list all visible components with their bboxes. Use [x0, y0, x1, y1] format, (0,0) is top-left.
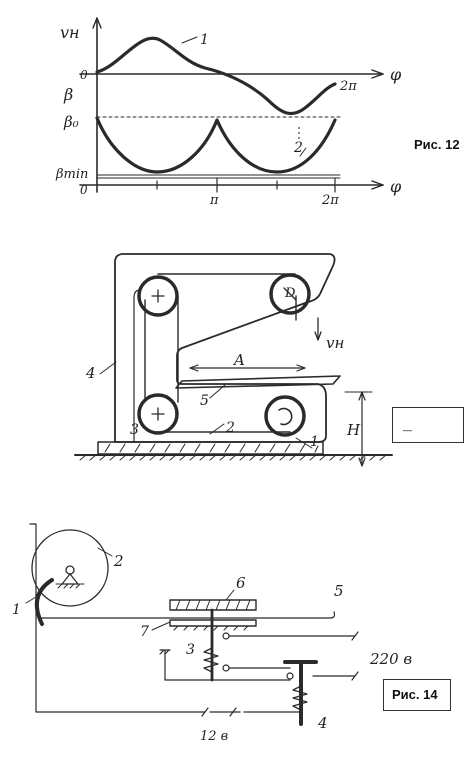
- fig14-wire-tape: [37, 611, 336, 619]
- fig13-pulley-top-right: [269, 273, 311, 315]
- fig13-pulley-cross: [151, 407, 165, 421]
- fig14-terminal: [351, 631, 359, 681]
- fig14-roll-axis: [65, 565, 75, 575]
- fig14-relay-4-spring: [292, 685, 308, 711]
- fig13-dim-A-arrows: [189, 364, 306, 372]
- fig12-label-beta0: β₀: [63, 113, 79, 131]
- fig12-dot: [298, 132, 300, 134]
- fig13-label-box: _: [392, 407, 464, 443]
- fig12-label-2pi-bottom: 2π: [321, 193, 339, 208]
- fig13-leader-5: [209, 383, 227, 399]
- fig12-leader-2: [299, 147, 307, 157]
- fig12-label-2pi-top: 2π: [339, 79, 357, 94]
- fig14-leader-6: [225, 589, 235, 601]
- fig12-curve-1: [95, 36, 337, 116]
- fig12-x-arrow-top: [371, 69, 384, 79]
- fig13-label-5: 5: [200, 393, 209, 409]
- fig14-contact: [286, 672, 294, 680]
- fig13-pulley-cross: [151, 289, 165, 303]
- fig13-label-4: 4: [85, 364, 96, 382]
- fig14-label-3: 3: [186, 642, 195, 658]
- fig13-leader-1: [295, 437, 313, 449]
- fig12-label-pi: π: [209, 193, 219, 208]
- fig12-label-betamin: βmin: [55, 167, 88, 182]
- fig12-label-vh: vн: [60, 23, 80, 42]
- fig14-roll-support: [61, 573, 79, 585]
- fig12-label-zero-top: 0: [80, 68, 88, 82]
- fig14-roll-hatch: [55, 583, 85, 589]
- fig14-label-7: 7: [140, 624, 149, 640]
- fig12-label-beta: β: [63, 85, 73, 104]
- fig12-label-phi-top: φ: [390, 65, 402, 84]
- fig13-pulley-bottom-left: [137, 393, 179, 435]
- fig12-dot: [298, 137, 300, 139]
- fig13-rotation-arrow-icon: [278, 407, 293, 426]
- fig13-label-D: D: [284, 286, 296, 301]
- fig14-circuit: 1 2 3 4 5 6 7 220 в 12 в: [12, 523, 412, 744]
- fig14-label-5: 5: [334, 582, 344, 600]
- fig13-pulley-drive: [264, 395, 306, 437]
- fig14-plate-7-hatch: [173, 625, 249, 631]
- fig12-label-curve-1: 1: [200, 32, 209, 48]
- fig12-label-curve-2: 2: [293, 140, 303, 156]
- fig13-label-A: A: [232, 351, 245, 369]
- fig14-leader-2: [97, 547, 113, 557]
- fig14-label-6: 6: [236, 574, 246, 592]
- fig14-label-220v: 220 в: [369, 650, 412, 668]
- fig14-label-2: 2: [113, 552, 124, 570]
- fig12-label-zero-bottom: 0: [80, 183, 88, 197]
- fig13-label-vh: vн: [326, 334, 344, 352]
- fig13-pulley-top-left: [137, 275, 179, 317]
- fig13-base-plate: [97, 441, 324, 455]
- fig13-leader-2: [209, 423, 225, 435]
- fig13-label-1: 1: [310, 434, 319, 450]
- fig13-ground-hatch: [79, 454, 387, 461]
- fig14-relay-spring: [203, 647, 219, 673]
- fig14-contact: [222, 632, 230, 640]
- fig13-box-text: _: [403, 416, 412, 433]
- fig14-leader-7: [151, 621, 171, 631]
- fig13-mechanism: vн A H D 1 2 3 4 5: [74, 253, 393, 467]
- fig13-diameter-line: [283, 287, 297, 301]
- fig14-terminal: [201, 707, 237, 717]
- fig14-wire-lower: [159, 649, 356, 681]
- fig13-plate-hatch: [104, 443, 319, 453]
- fig13-label-3: 3: [130, 422, 139, 438]
- fig13-label-H: H: [346, 421, 361, 439]
- fig14-label-4: 4: [317, 714, 328, 732]
- fig12-graph: vн 0 β β₀ βmin 0 φ φ 2π π 2π 1 2: [55, 17, 402, 208]
- fig14-plate-6: [169, 599, 257, 611]
- fig12-dot: [298, 127, 300, 129]
- fig14-caption: Рис. 14: [392, 687, 438, 702]
- fig12-label-phi-bottom: φ: [390, 177, 402, 196]
- fig14-contact: [222, 664, 230, 672]
- fig14-leader-1: [25, 596, 37, 604]
- fig12-leader-1: [181, 36, 198, 44]
- fig13-vh-arrowhead: [314, 331, 322, 341]
- fig14-caption-box: Рис. 14: [383, 679, 451, 711]
- fig12-curve-2: [95, 116, 337, 174]
- fig14-label-1: 1: [12, 602, 21, 618]
- fig13-label-2: 2: [225, 420, 235, 436]
- fig14-roll: [31, 529, 109, 607]
- fig13-belt: [144, 273, 297, 433]
- fig13-sheet: [175, 375, 341, 389]
- fig13-leader-4: [99, 361, 117, 375]
- fig13-dim-H-arrows: [358, 391, 366, 467]
- fig14-sensor-arc: [34, 578, 54, 626]
- fig12-caption: Рис. 12: [414, 137, 460, 152]
- fig14-relay-4: [283, 660, 318, 726]
- fig14-wire-220: [228, 635, 356, 669]
- fig14-wire-left: [29, 523, 206, 713]
- fig14-plate-6-hatch: [175, 599, 251, 611]
- fig12-y-arrow: [92, 17, 102, 29]
- fig12-x-arrow-bottom: [371, 180, 384, 190]
- fig13-frame: [114, 253, 336, 443]
- fig14-label-12v: 12 в: [200, 729, 228, 744]
